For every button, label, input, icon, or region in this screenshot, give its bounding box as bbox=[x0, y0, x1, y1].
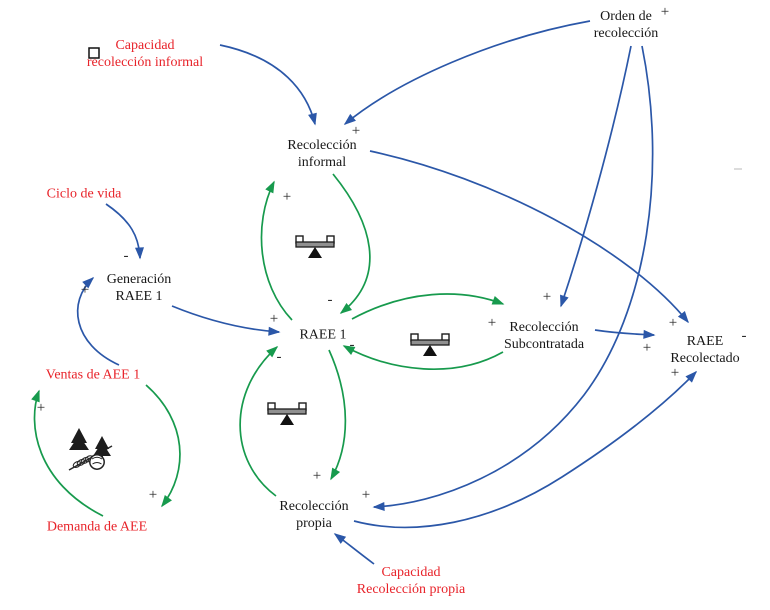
node-orden-de-recoleccion: Orden de recolección bbox=[594, 8, 659, 42]
node-label-line: Ventas de AEE 1 bbox=[45, 367, 141, 383]
sign-orden-to-informal: + bbox=[352, 123, 360, 139]
link-generacion-to-raee1 bbox=[171, 305, 281, 336]
sign-ciclo-to-generacion: - bbox=[124, 248, 129, 264]
balance-scale-icon bbox=[410, 333, 450, 356]
node-label-line: Capacidad bbox=[381, 564, 441, 580]
node-capacidad-recoleccion-propia: Capacidad Recolección propia bbox=[357, 564, 465, 598]
loop-informal-to-raee1 bbox=[332, 173, 371, 314]
sign-subcontratada-to-raee1: - bbox=[350, 337, 355, 353]
node-raee-1: RAEE 1 bbox=[299, 326, 346, 343]
sign-propia-to-raee1: - bbox=[277, 349, 282, 365]
link-ventas-to-generacion bbox=[76, 276, 120, 366]
loop-subcontratada-to-raee1 bbox=[342, 345, 504, 371]
sign-raee1-to-subcontratada: + bbox=[488, 315, 496, 331]
sign-raee1-to-propia: + bbox=[313, 468, 321, 484]
node-label-line: recolección bbox=[593, 26, 659, 41]
loop-propia-to-raee1 bbox=[239, 345, 279, 497]
loop-demanda-to-ventas bbox=[31, 389, 104, 517]
node-raee-recolectado: RAEE Recolectado bbox=[670, 333, 739, 367]
node-label-line: Ciclo de vida bbox=[46, 186, 122, 202]
node-recoleccion-informal: Recolección informal bbox=[287, 137, 356, 171]
loop-raee1-to-subcontratada bbox=[351, 293, 505, 320]
node-label-line: Demanda de AEE bbox=[46, 519, 148, 535]
link-ciclo-to-generacion bbox=[105, 203, 144, 260]
sign-ventas-to-demanda: + bbox=[149, 487, 157, 503]
node-ciclo-de-vida: Ciclo de vida bbox=[47, 185, 122, 202]
link-orden-to-informal bbox=[343, 20, 591, 125]
link-orden-to-propia bbox=[372, 45, 654, 511]
node-label-line: Orden de bbox=[600, 8, 652, 24]
loop-raee1-to-informal bbox=[260, 180, 293, 321]
node-demanda-de-aee: Demanda de AEE bbox=[47, 518, 147, 535]
node-label-line: Recolección propia bbox=[356, 582, 466, 597]
sign-informal-to-raee1: - bbox=[328, 292, 333, 308]
snowball-icon bbox=[68, 428, 113, 471]
node-generacion-raee-1: Generación RAEE 1 bbox=[107, 271, 172, 305]
link-capacidad-propia-to-propia bbox=[333, 533, 375, 565]
sign-raee1-to-informal: + bbox=[283, 189, 291, 205]
sign-orden-source: + bbox=[661, 4, 669, 20]
loop-raee1-to-propia bbox=[328, 349, 347, 481]
node-label-line: RAEE bbox=[686, 333, 724, 349]
node-label-line: Generación bbox=[106, 271, 172, 287]
node-label-line: Recolección bbox=[279, 498, 349, 514]
node-label-line: recolección informal bbox=[86, 55, 204, 70]
link-subcontratada-to-raee-recolectado bbox=[594, 329, 656, 339]
loop-ventas-to-demanda bbox=[145, 384, 181, 508]
sign-informal-to-recolectado: + bbox=[669, 315, 677, 331]
node-label-line: Recolección bbox=[509, 319, 579, 335]
node-label-line: RAEE 1 bbox=[115, 289, 163, 304]
link-orden-to-subcontratada bbox=[560, 45, 632, 308]
sign-orden-to-subcontratada: + bbox=[543, 289, 551, 305]
node-label-line: informal bbox=[297, 155, 347, 170]
link-capacidad-informal-to-informal bbox=[219, 44, 317, 126]
sign-orden-to-propia: + bbox=[362, 487, 370, 503]
node-ventas-de-aee-1: Ventas de AEE 1 bbox=[46, 366, 140, 383]
node-recoleccion-propia: Recolección propia bbox=[279, 498, 348, 532]
balance-scale-icon bbox=[295, 235, 335, 258]
sign-recolectado: - bbox=[742, 328, 747, 344]
node-recoleccion-subcontratada: Recolección Subcontratada bbox=[504, 319, 584, 353]
node-label-line: Capacidad bbox=[115, 37, 175, 53]
sign-ventas-to-generacion: + bbox=[81, 282, 89, 298]
shadow-variable-box-icon bbox=[88, 47, 100, 59]
balance-scale-icon bbox=[267, 402, 307, 425]
link-informal-to-raee-recolectado bbox=[369, 150, 689, 324]
sign-subcontratada-to-recolectado: + bbox=[643, 340, 651, 356]
node-label-line: Recolectado bbox=[670, 351, 740, 366]
node-label-line: Recolección bbox=[287, 137, 357, 153]
sign-generacion-to-raee1: + bbox=[270, 311, 278, 327]
sign-propia-to-recolectado: + bbox=[671, 365, 679, 381]
node-label-line: Subcontratada bbox=[503, 337, 585, 352]
node-label-line: propia bbox=[296, 516, 332, 531]
link-propia-to-raee-recolectado bbox=[353, 370, 698, 529]
node-capacidad-recoleccion-informal: Capacidad recolección informal bbox=[87, 37, 203, 71]
sign-demanda-to-ventas: + bbox=[37, 400, 45, 416]
node-label-line: RAEE 1 bbox=[299, 327, 347, 343]
